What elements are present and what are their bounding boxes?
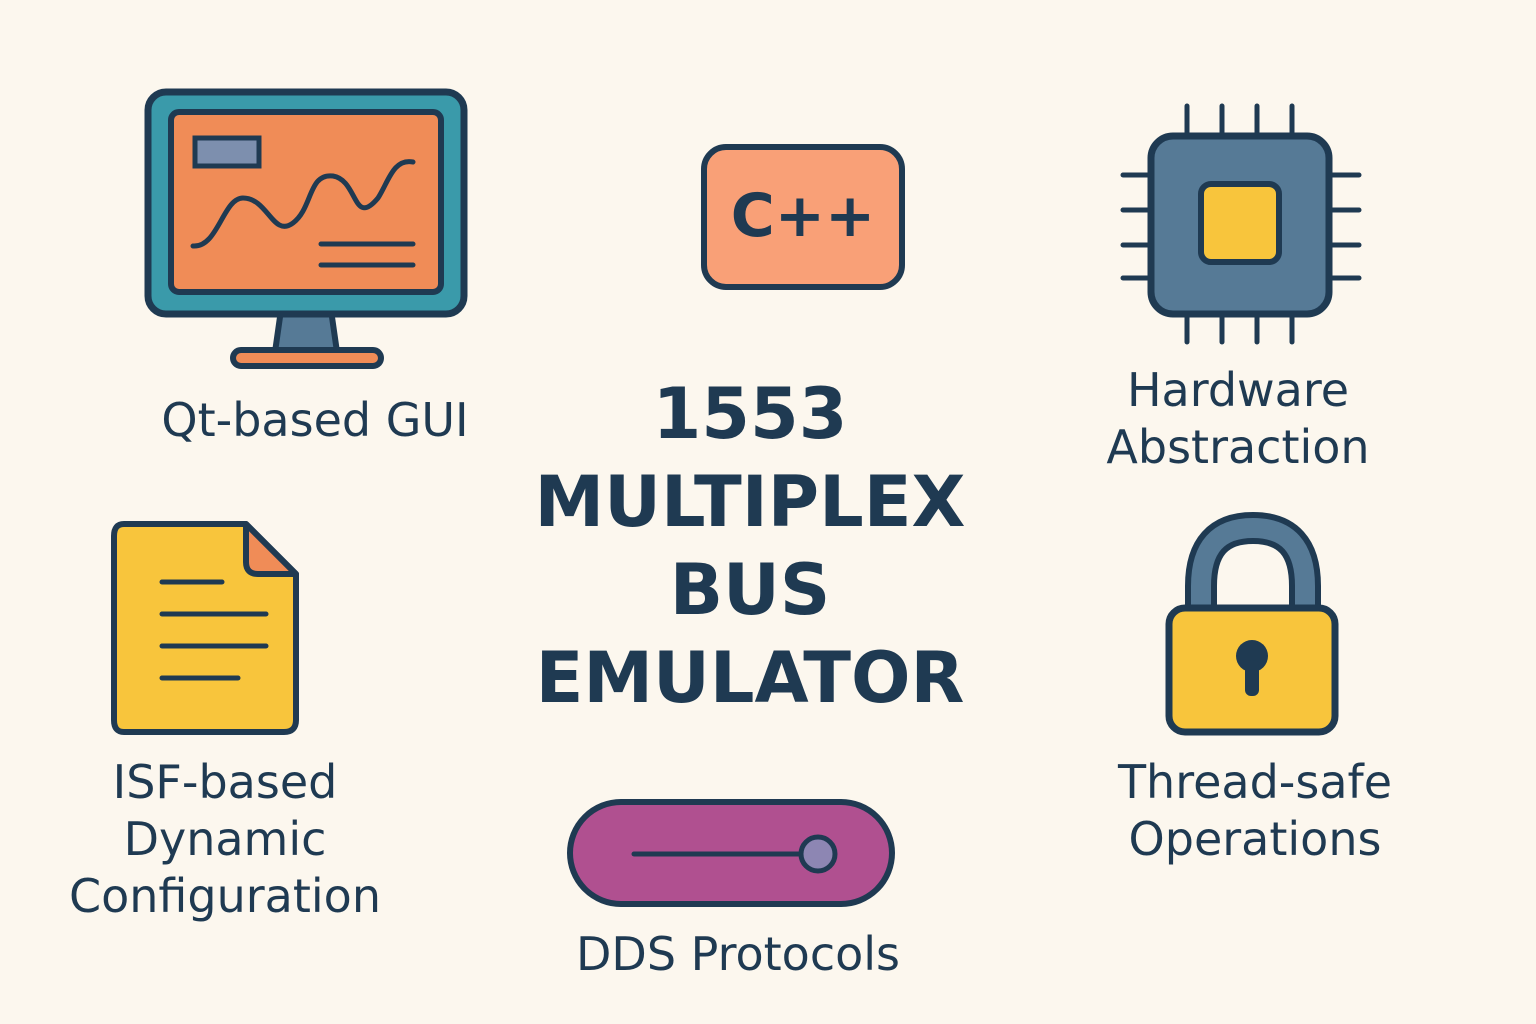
config-label: ISF-based Dynamic Configuration: [69, 755, 381, 923]
hardware-label: Hardware Abstraction: [1106, 363, 1370, 474]
title-line-1: 1553: [652, 373, 848, 455]
monitor-chart-icon: [144, 88, 468, 369]
thread-label: Thread-safe Operations: [1117, 755, 1393, 866]
bus-connector-icon: [567, 799, 895, 907]
title-line-2: MULTIPLEX: [534, 461, 966, 543]
padlock-icon: [1165, 511, 1339, 736]
document-icon: [111, 521, 299, 735]
chip-icon: [1120, 103, 1362, 345]
title-line-4: EMULATOR: [535, 637, 965, 719]
gui-label: Qt-based GUI: [161, 393, 469, 447]
main-title: 1553 MULTIPLEX BUS EMULATOR: [500, 370, 1000, 722]
title-line-3: BUS: [669, 549, 831, 631]
cpp-badge-icon: [701, 144, 905, 290]
dds-label: DDS Protocols: [576, 927, 900, 981]
cpp-badge-text: C++: [730, 181, 876, 251]
